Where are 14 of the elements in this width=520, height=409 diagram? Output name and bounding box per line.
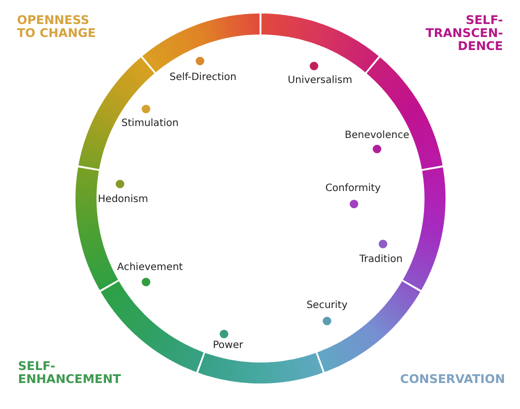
value-label: Conformity bbox=[325, 183, 381, 195]
value-label: Tradition bbox=[359, 254, 403, 266]
quadrant-label: CONSERVATION bbox=[399, 373, 505, 386]
quadrant-label: SELF-ENHANCEMENT bbox=[18, 360, 122, 386]
quadrant-label: SELF-TRANSCEN-DENCE bbox=[424, 14, 503, 53]
quadrant-label: OPENNESS TO CHANGE bbox=[17, 14, 97, 40]
value-label: Power bbox=[212, 340, 244, 352]
value-label: Achievement bbox=[117, 262, 183, 274]
value-label: Hedonism bbox=[98, 194, 148, 206]
value-label: Benevolence bbox=[344, 130, 410, 142]
value-label: Stimulation bbox=[121, 118, 179, 130]
value-label: Self-Direction bbox=[169, 72, 237, 84]
value-label: Security bbox=[306, 300, 348, 312]
value-label: Universalism bbox=[288, 75, 352, 87]
